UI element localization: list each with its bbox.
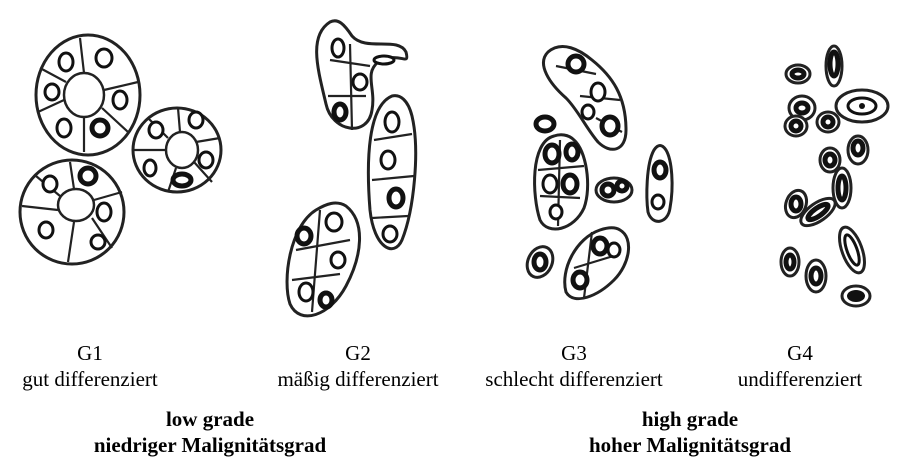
- high-grade-label: high grade hoher Malignitätsgrad: [520, 406, 860, 458]
- low-grade-subtitle: niedriger Malignitätsgrad: [40, 432, 380, 458]
- grade-g3-caption: G3 schlecht differenziert: [462, 340, 686, 392]
- grade-g2-caption: G2 mäßig differenziert: [246, 340, 470, 392]
- grade-g2-label: mäßig differenziert: [246, 366, 470, 392]
- grade-g1-label: gut differenziert: [10, 366, 170, 392]
- g4-cell-clusters: [781, 46, 888, 306]
- low-grade-label: low grade niedriger Malignitätsgrad: [40, 406, 380, 458]
- grade-g1-code: G1: [10, 340, 170, 366]
- grade-g4-code: G4: [700, 340, 900, 366]
- g1-cell-clusters: [20, 35, 221, 264]
- g3-cell-clusters: [522, 47, 672, 299]
- g2-cell-clusters: [287, 21, 416, 316]
- grade-g1-caption: G1 gut differenziert: [10, 340, 170, 392]
- high-grade-subtitle: hoher Malignitätsgrad: [520, 432, 860, 458]
- grade-g3-code: G3: [462, 340, 686, 366]
- grade-g4-caption: G4 undifferenziert: [700, 340, 900, 392]
- g1-gland-top: [36, 35, 140, 155]
- grade-g3-label: schlecht differenziert: [462, 366, 686, 392]
- low-grade-title: low grade: [40, 406, 380, 432]
- grade-g4-label: undifferenziert: [700, 366, 900, 392]
- g1-gland-right: [133, 108, 221, 192]
- g1-gland-bottom: [20, 160, 124, 264]
- high-grade-title: high grade: [520, 406, 860, 432]
- grade-g2-code: G2: [246, 340, 470, 366]
